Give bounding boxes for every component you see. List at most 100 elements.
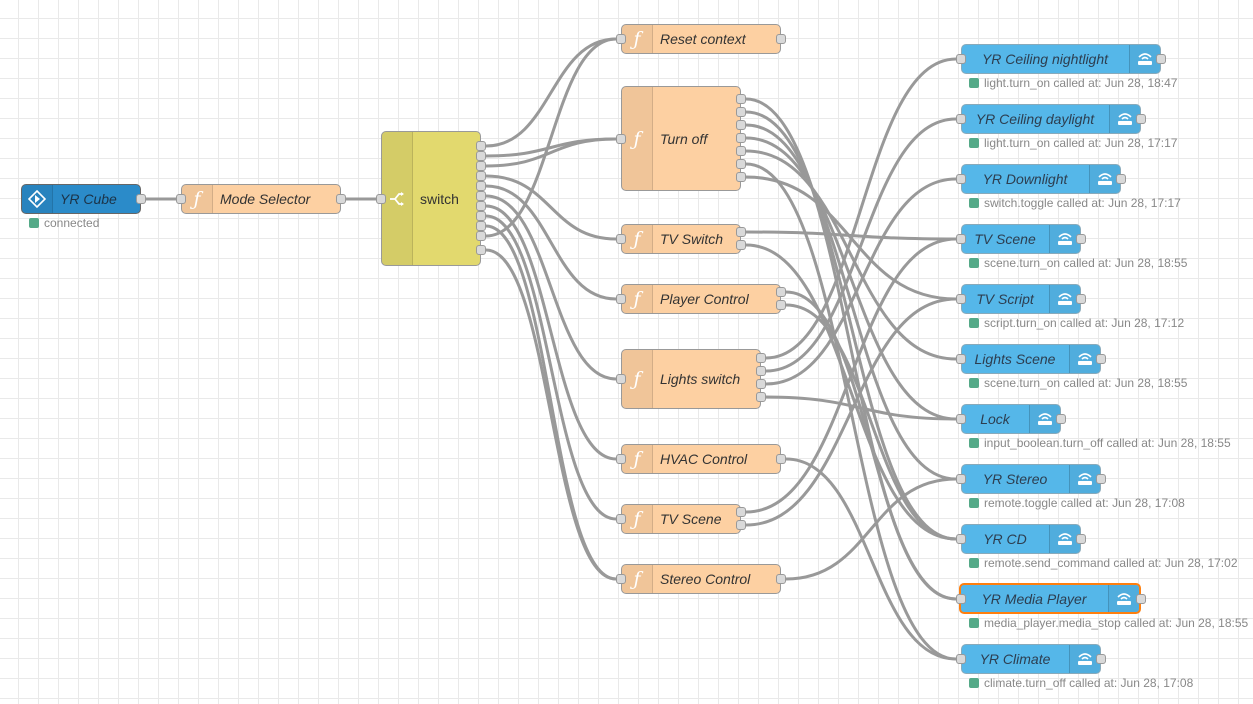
- input-port[interactable]: [956, 354, 966, 364]
- input-port[interactable]: [616, 134, 626, 144]
- output-port[interactable]: [476, 161, 486, 171]
- status-indicator: [969, 258, 979, 268]
- output-port[interactable]: [1096, 654, 1106, 664]
- output-port[interactable]: [776, 574, 786, 584]
- output-port[interactable]: [736, 172, 746, 182]
- yr-downlight-service-node[interactable]: YR Downlight: [961, 164, 1121, 194]
- reset-context-function-node[interactable]: ƒ Reset context: [621, 24, 781, 54]
- output-port[interactable]: [736, 159, 746, 169]
- input-port[interactable]: [956, 234, 966, 244]
- output-port[interactable]: [476, 245, 486, 255]
- node-status: climate.turn_off called at: Jun 28, 17:0…: [969, 676, 1193, 690]
- input-port[interactable]: [616, 374, 626, 384]
- output-port[interactable]: [736, 107, 746, 117]
- output-port[interactable]: [1056, 414, 1066, 424]
- output-port[interactable]: [736, 146, 746, 156]
- home-assistant-service-icon: [1069, 645, 1100, 673]
- output-port[interactable]: [476, 181, 486, 191]
- output-port[interactable]: [1116, 174, 1126, 184]
- output-port[interactable]: [736, 120, 746, 130]
- turn-off-function-node[interactable]: ƒ Turn off: [621, 86, 741, 191]
- player-control-function-node[interactable]: ƒ Player Control: [621, 284, 781, 314]
- yr-stereo-service-node[interactable]: YR Stereo: [961, 464, 1101, 494]
- output-port[interactable]: [476, 151, 486, 161]
- input-port[interactable]: [616, 294, 626, 304]
- input-port[interactable]: [956, 594, 966, 604]
- yr-cube-input-node[interactable]: YR Cube: [21, 184, 141, 214]
- input-port[interactable]: [616, 34, 626, 44]
- yr-cd-service-node[interactable]: YR CD: [961, 524, 1081, 554]
- output-port[interactable]: [736, 133, 746, 143]
- output-port[interactable]: [336, 194, 346, 204]
- input-port[interactable]: [616, 574, 626, 584]
- wire: [485, 194, 617, 381]
- output-port[interactable]: [476, 201, 486, 211]
- input-port[interactable]: [956, 114, 966, 124]
- input-port[interactable]: [956, 534, 966, 544]
- output-port[interactable]: [136, 194, 146, 204]
- output-port[interactable]: [776, 300, 786, 310]
- mode-selector-node[interactable]: ƒ Mode Selector: [181, 184, 341, 214]
- output-port[interactable]: [1076, 294, 1086, 304]
- node-label: HVAC Control: [660, 451, 748, 467]
- output-port[interactable]: [776, 34, 786, 44]
- output-port[interactable]: [476, 141, 486, 151]
- node-label: TV Switch: [660, 231, 724, 247]
- status-indicator: [969, 78, 979, 88]
- node-label: YR Ceiling nightlight: [981, 51, 1109, 67]
- output-port[interactable]: [756, 392, 766, 402]
- function-icon: ƒ: [622, 565, 653, 593]
- output-port[interactable]: [1136, 114, 1146, 124]
- input-port[interactable]: [956, 474, 966, 484]
- input-port[interactable]: [956, 414, 966, 424]
- yr-ceiling-daylight-service-node[interactable]: YR Ceiling daylight: [961, 104, 1141, 134]
- input-port[interactable]: [956, 174, 966, 184]
- output-port[interactable]: [1076, 534, 1086, 544]
- output-port[interactable]: [756, 353, 766, 363]
- output-port[interactable]: [776, 454, 786, 464]
- input-port[interactable]: [956, 54, 966, 64]
- input-port[interactable]: [376, 194, 386, 204]
- output-port[interactable]: [756, 379, 766, 389]
- output-port[interactable]: [736, 240, 746, 250]
- hvac-control-function-node[interactable]: ƒ HVAC Control: [621, 444, 781, 474]
- output-port[interactable]: [1136, 594, 1146, 604]
- input-port[interactable]: [956, 294, 966, 304]
- output-port[interactable]: [476, 171, 486, 181]
- output-port[interactable]: [736, 507, 746, 517]
- output-port[interactable]: [756, 366, 766, 376]
- input-port[interactable]: [616, 514, 626, 524]
- tv-script-service-node[interactable]: TV Script: [961, 284, 1081, 314]
- output-port[interactable]: [476, 191, 486, 201]
- output-port[interactable]: [476, 211, 486, 221]
- input-port[interactable]: [616, 234, 626, 244]
- tv-scene-service-node[interactable]: TV Scene: [961, 224, 1081, 254]
- yr-climate-service-node[interactable]: YR Climate: [961, 644, 1101, 674]
- input-port[interactable]: [616, 454, 626, 464]
- input-port[interactable]: [176, 194, 186, 204]
- output-port[interactable]: [736, 94, 746, 104]
- output-port[interactable]: [1156, 54, 1166, 64]
- status-indicator: [969, 138, 979, 148]
- output-port[interactable]: [736, 227, 746, 237]
- input-port[interactable]: [956, 654, 966, 664]
- lock-service-node[interactable]: Lock: [961, 404, 1061, 434]
- output-port[interactable]: [1076, 234, 1086, 244]
- stereo-control-function-node[interactable]: ƒ Stereo Control: [621, 564, 781, 594]
- lights-scene-service-node[interactable]: Lights Scene: [961, 344, 1101, 374]
- output-port[interactable]: [476, 231, 486, 241]
- tv-switch-function-node[interactable]: ƒ TV Switch: [621, 224, 741, 254]
- function-icon: ƒ: [622, 285, 653, 313]
- function-icon: ƒ: [182, 185, 213, 213]
- switch-node[interactable]: switch: [381, 131, 481, 266]
- output-port[interactable]: [736, 520, 746, 530]
- yr-media-player-service-node[interactable]: YR Media Player: [959, 583, 1141, 614]
- yr-ceiling-nightlight-service-node[interactable]: YR Ceiling nightlight: [961, 44, 1161, 74]
- output-port[interactable]: [476, 221, 486, 231]
- lights-switch-function-node[interactable]: ƒ Lights switch: [621, 349, 761, 409]
- output-port[interactable]: [1096, 474, 1106, 484]
- tv-scene-function-node[interactable]: ƒ TV Scene: [621, 504, 741, 534]
- output-port[interactable]: [1096, 354, 1106, 364]
- output-port[interactable]: [776, 287, 786, 297]
- node-status: scene.turn_on called at: Jun 28, 18:55: [969, 376, 1187, 390]
